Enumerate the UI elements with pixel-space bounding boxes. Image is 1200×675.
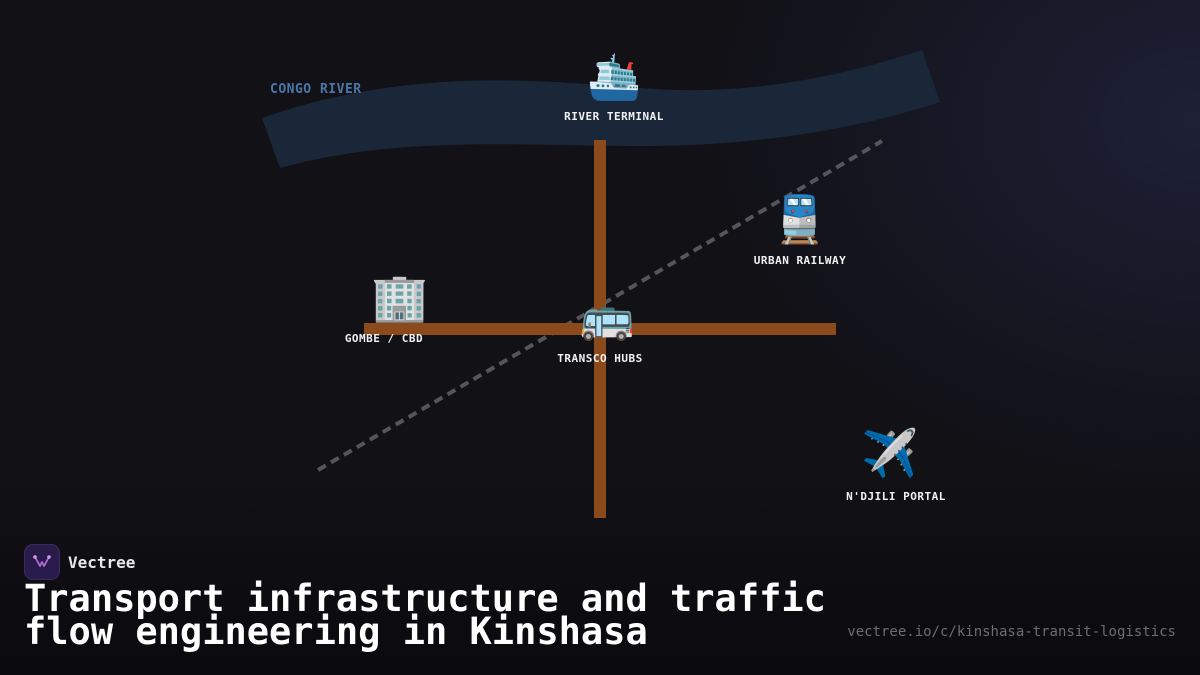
transport-map [262,50,940,518]
node-ndjili-portal[interactable]: ✈️ N'DJILI PORTAL [846,430,946,503]
railway-line [316,139,884,472]
node-transco-hubs[interactable]: 🚌 TRANSCO HUBS [557,292,643,366]
congo-river [262,50,940,168]
node-label: URBAN RAILWAY [753,254,847,267]
node-label: RIVER TERMINAL [564,110,664,123]
node-label: N'DJILI PORTAL [846,490,946,503]
node-label: GOMBE / CBD [344,332,424,345]
train-icon: 🚆 [771,192,829,246]
ship-icon: 🛳️ [586,52,642,103]
node-river-terminal[interactable]: 🛳️ RIVER TERMINAL [564,52,664,124]
brand[interactable]: Vectree [24,544,135,580]
node-gombe-cbd[interactable]: 🏢 GOMBE / CBD [339,270,429,345]
airplane-icon: ✈️ [861,426,919,480]
source-url[interactable]: vectree.io/c/kinshasa-transit-logistics [847,624,1176,640]
node-label: TRANSCO HUBS [557,352,643,365]
office-building-icon: 🏢 [371,270,429,324]
page-title: Transport infrastructure and traffic flo… [24,577,826,653]
brand-name: Vectree [68,552,136,572]
river-label: CONGO RIVER [270,82,362,97]
east-west-road [364,323,836,335]
vectree-logo-icon [24,544,60,580]
node-urban-railway[interactable]: 🚆 URBAN RAILWAY [754,196,847,267]
bus-icon: 🚌 [579,292,635,343]
